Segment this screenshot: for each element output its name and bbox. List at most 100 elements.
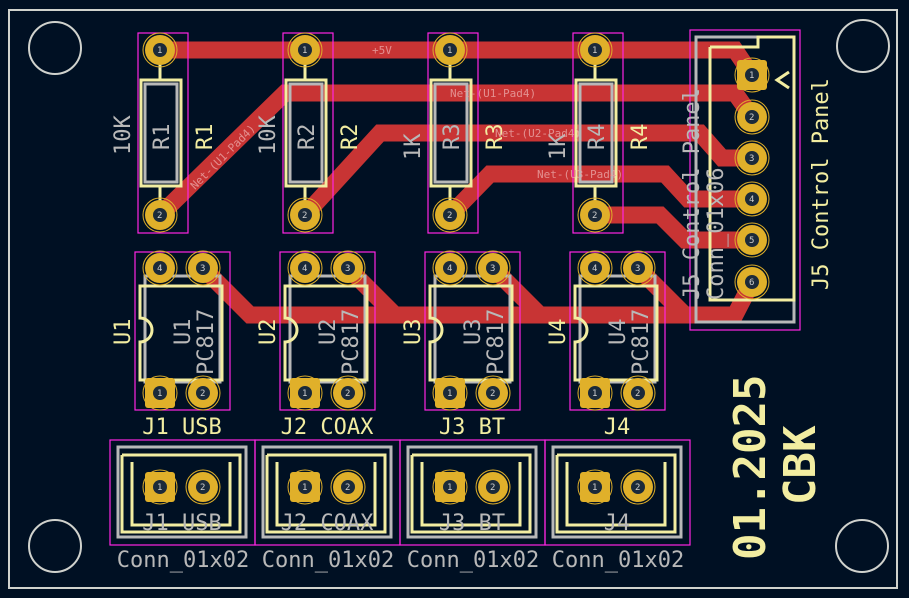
conn-inner (275, 462, 377, 527)
conn-body-fab (406, 445, 538, 539)
pad-ring (577, 375, 613, 411)
drill-hole (153, 208, 167, 222)
pad[interactable]: 4 (287, 250, 323, 286)
mounting-hole (835, 519, 889, 573)
pad[interactable]: 3 (734, 140, 770, 176)
connector-j5[interactable]: Conn_01x06 J5 Control Panel J5 Control P… (680, 29, 834, 331)
conn-outline (265, 453, 387, 534)
pad[interactable]: 3 (620, 250, 656, 286)
pad[interactable]: 1 (287, 32, 323, 68)
pad[interactable]: 3 (330, 250, 366, 286)
pin-number: 4 (157, 264, 162, 274)
pad[interactable]: 1 (432, 375, 468, 411)
pin-number: 4 (592, 264, 597, 274)
pad[interactable]: 1 (287, 375, 323, 411)
opto-body-fab (143, 274, 222, 384)
pad[interactable]: 2 (432, 197, 468, 233)
pad[interactable]: 2 (287, 197, 323, 233)
pad[interactable]: 2 (620, 375, 656, 411)
pad[interactable]: 1 (432, 469, 468, 505)
pad[interactable]: 4 (432, 250, 468, 286)
resistor-body-fab (143, 82, 179, 184)
pad[interactable]: 4 (734, 181, 770, 217)
conn-body-fab (116, 445, 248, 539)
pin-number: 1 (157, 389, 162, 399)
pin-number: 3 (490, 264, 495, 274)
resistor-fab-ref: R2 (295, 124, 320, 151)
drill-hole (745, 233, 759, 247)
resistor-fab-ref: R3 (440, 124, 465, 151)
pad[interactable]: 1 (287, 469, 323, 505)
opto-outline (138, 284, 224, 382)
drill-hole (745, 68, 759, 82)
pad-ring (185, 469, 221, 505)
conn-outline (120, 453, 242, 534)
pad-ring (577, 197, 613, 233)
conn-body-fab (551, 445, 683, 539)
conn-silk-label: J4 (604, 415, 631, 440)
pad-ring (432, 469, 468, 505)
pad[interactable]: 1 (432, 32, 468, 68)
conn-outline (410, 453, 532, 534)
pin-number: 3 (749, 154, 754, 164)
pad-ring (142, 250, 178, 286)
pad[interactable]: 2 (475, 469, 511, 505)
pad[interactable]: 2 (330, 375, 366, 411)
pad[interactable]: 2 (330, 469, 366, 505)
pad[interactable]: 2 (142, 197, 178, 233)
trace-u2-pad4[interactable] (298, 124, 752, 221)
conn-inner (565, 462, 667, 527)
pad[interactable]: 4 (142, 250, 178, 286)
pad[interactable]: 3 (475, 250, 511, 286)
pad[interactable]: 1 (577, 32, 613, 68)
pin-number: 1 (157, 46, 162, 56)
pin-number: 1 (592, 46, 597, 56)
pad[interactable]: 2 (620, 469, 656, 505)
drill-hole (196, 261, 210, 275)
opto-value: PC817 (339, 309, 364, 375)
drill-hole (443, 386, 457, 400)
opto-courtyard (279, 251, 376, 411)
pad-ring (734, 222, 770, 258)
pad[interactable]: 1 (142, 469, 178, 505)
pad[interactable]: 3 (185, 250, 221, 286)
pad[interactable]: 1 (577, 375, 613, 411)
j5-outline (708, 35, 796, 302)
pin-number: 1 (749, 71, 754, 81)
pad[interactable]: 5 (734, 222, 770, 258)
pad[interactable]: 2 (185, 469, 221, 505)
pad[interactable]: 2 (577, 197, 613, 233)
pad[interactable]: 1 (734, 57, 770, 93)
board-author: CBK (775, 425, 826, 505)
pin-number: 2 (592, 211, 597, 221)
drill-hole (341, 480, 355, 494)
pad[interactable]: 2 (734, 99, 770, 135)
drill-hole (745, 151, 759, 165)
trace-u4-pad4[interactable] (595, 206, 752, 249)
pad-ring (577, 469, 613, 505)
pad[interactable]: 4 (577, 250, 613, 286)
pad-ring (475, 375, 511, 411)
pad[interactable]: 1 (142, 375, 178, 411)
pad[interactable]: 2 (185, 375, 221, 411)
conn-value: Conn_01x02 (552, 548, 684, 573)
conn-inner (420, 462, 522, 527)
pad[interactable]: 1 (577, 469, 613, 505)
pad[interactable]: 6 (734, 264, 770, 300)
pad[interactable]: 2 (475, 375, 511, 411)
conn-value: Conn_01x02 (262, 548, 394, 573)
pad[interactable]: 1 (142, 32, 178, 68)
